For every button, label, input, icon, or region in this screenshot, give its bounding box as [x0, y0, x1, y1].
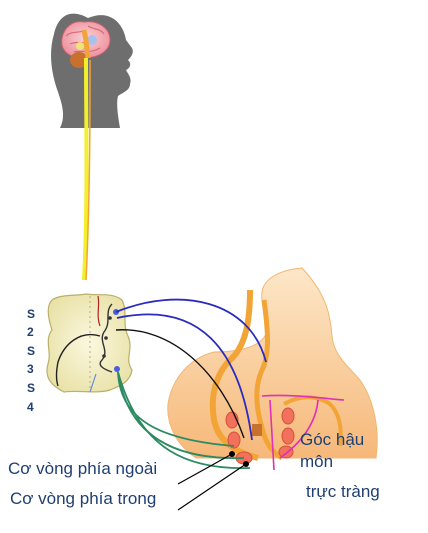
leader-line-inner [177, 463, 247, 511]
anorectal-angle-label-line2: môn [300, 452, 334, 471]
angle-line-arc [279, 399, 319, 459]
leader-dot-inner [243, 461, 249, 467]
external-sphincter-label: Cơ vòng phía ngoài [8, 459, 158, 478]
segment-label: S [27, 344, 36, 358]
external-sphincter-blob [281, 407, 295, 425]
autonomic-fiber [115, 329, 245, 439]
rectal-wall-inner [254, 299, 284, 461]
puborectalis-sling [283, 395, 343, 447]
angle-line-anal-axis [269, 399, 275, 471]
cord-red-fiber [97, 295, 101, 327]
leader-line-outer [177, 453, 233, 485]
segment-label: 3 [27, 362, 34, 376]
pudendal-nerve-3 [117, 371, 251, 470]
external-sphincter-blob [278, 445, 294, 459]
sacral-spinal-cord [46, 293, 133, 393]
internal-sphincter-blob [227, 431, 241, 449]
cord-neuron-chain [99, 303, 113, 373]
spinal-tract-edge [85, 59, 91, 281]
pudendal-nerve-2 [117, 371, 245, 459]
leader-dot-outer [229, 451, 235, 457]
anal-canal-junction [252, 424, 262, 436]
pelvic-nerve-upper [115, 298, 267, 363]
rectum-anatomy [167, 267, 378, 465]
basal-nucleus [76, 42, 84, 50]
segment-label: 4 [27, 400, 34, 414]
sensory-afferent [55, 333, 101, 387]
pelvic-nerve-lower [116, 313, 253, 441]
cord-motor-dot [114, 366, 120, 372]
anorectal-angle-label-line3: trực tràng [306, 482, 380, 501]
head-silhouette [51, 13, 133, 128]
segment-label: S [27, 381, 36, 395]
cord-blue-fiber [89, 373, 97, 393]
external-sphincter-blob [281, 427, 295, 445]
spinal-tract [82, 57, 89, 281]
anorectal-angle-label-line1: Góc hậu [300, 430, 365, 449]
cerebellum [70, 52, 88, 68]
brainstem [81, 29, 91, 59]
internal-sphincter-label: Cơ vòng phía trong [10, 489, 157, 508]
angle-line-rectal-axis [261, 394, 345, 401]
segment-label: 2 [27, 325, 34, 339]
thalamus [87, 35, 97, 45]
segment-label: S [27, 307, 36, 321]
